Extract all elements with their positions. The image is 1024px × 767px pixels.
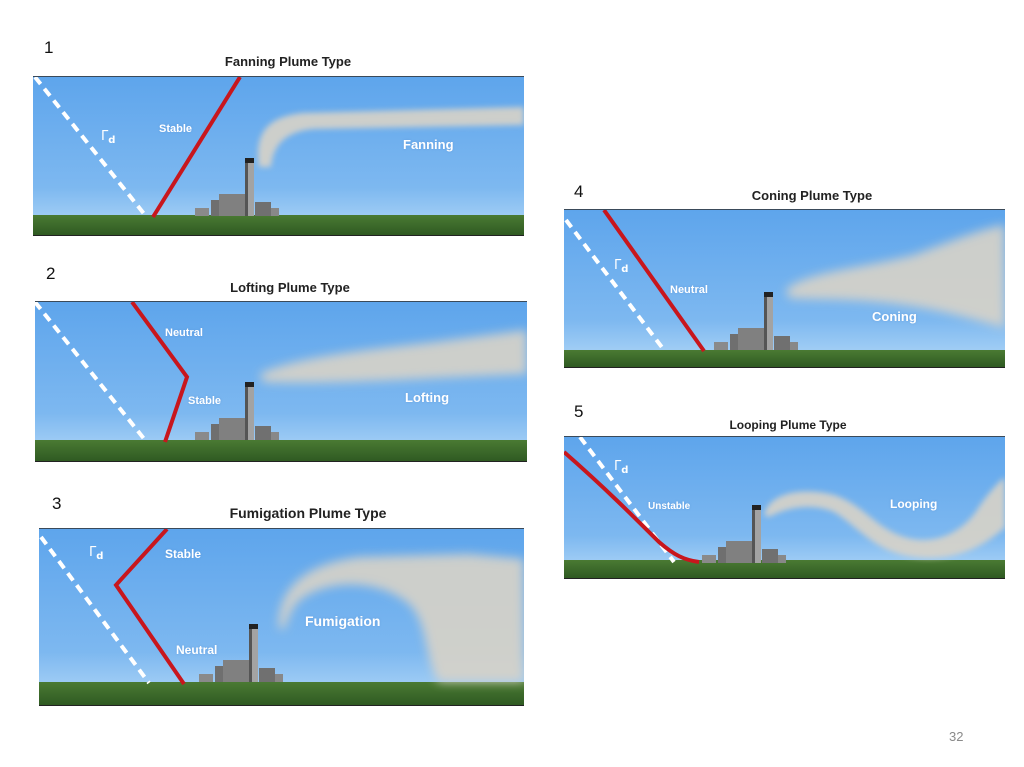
fanning-illustration <box>33 77 524 235</box>
lapse-rate-line <box>130 302 190 443</box>
unstable-label: Unstable <box>648 501 691 512</box>
panel-4-title: Coning Plume Type <box>751 188 873 203</box>
plume-label: Looping <box>890 497 938 511</box>
fumigation-illustration <box>39 529 524 705</box>
dry-adiabatic-line <box>564 218 666 352</box>
dry-adiabatic-line <box>578 437 676 564</box>
neutral-label: Neutral <box>670 284 708 296</box>
fumigation-plume <box>278 554 524 682</box>
dry-adiabat-label: Γd <box>614 258 629 275</box>
panel-fanning: Γd Stable Fanning <box>33 76 524 236</box>
stable-label: Stable <box>159 123 193 135</box>
dry-adiabat-label: Γd <box>101 129 116 146</box>
panel-fumigation: Γd Stable Neutral Fumigation <box>39 528 524 706</box>
ground <box>33 215 524 235</box>
lapse-rate-line <box>113 529 186 686</box>
panel-2-title: Lofting Plume Type <box>230 280 350 295</box>
dry-adiabat-label: Γd <box>89 545 104 562</box>
plume-label: Coning <box>872 309 917 324</box>
stable-label: Stable <box>165 547 202 561</box>
panel-1-number: 1 <box>44 38 54 57</box>
dry-adiabat-label: Γd <box>614 459 629 476</box>
fanning-plume <box>258 107 524 167</box>
neutral-label: Neutral <box>176 643 218 657</box>
coning-illustration <box>564 210 1005 367</box>
dry-adiabatic-line <box>39 535 151 685</box>
panel-3-title: Fumigation Plume Type <box>229 505 387 521</box>
page-number: 32 <box>949 729 964 744</box>
panel-3-number: 3 <box>52 494 62 513</box>
panel-2-number: 2 <box>46 264 56 283</box>
plume-label: Fanning <box>403 137 454 152</box>
panel-5-number: 5 <box>574 402 584 421</box>
looping-plume <box>764 477 1005 558</box>
lofting-plume <box>260 330 527 383</box>
panel-5-title: Looping Plume Type <box>729 418 847 432</box>
stable-label: Stable <box>188 395 222 407</box>
panel-4-number: 4 <box>574 182 584 201</box>
unstable-lapse-rate-line <box>564 450 700 564</box>
panel-1-title: Fanning Plume Type <box>224 54 352 69</box>
panel-looping: Γd Unstable Looping <box>564 436 1005 579</box>
coning-plume <box>786 225 1005 328</box>
lofting-illustration <box>35 302 527 461</box>
panel-lofting: Neutral Stable Lofting <box>35 301 527 462</box>
looping-illustration <box>564 437 1005 578</box>
neutral-label: Neutral <box>165 327 203 339</box>
plume-label: Fumigation <box>305 613 381 629</box>
neutral-lapse-rate-line <box>602 210 706 353</box>
stable-lapse-rate-line <box>151 77 242 219</box>
plume-label: Lofting <box>405 390 450 405</box>
panel-coning: Γd Neutral Coning <box>564 209 1005 368</box>
